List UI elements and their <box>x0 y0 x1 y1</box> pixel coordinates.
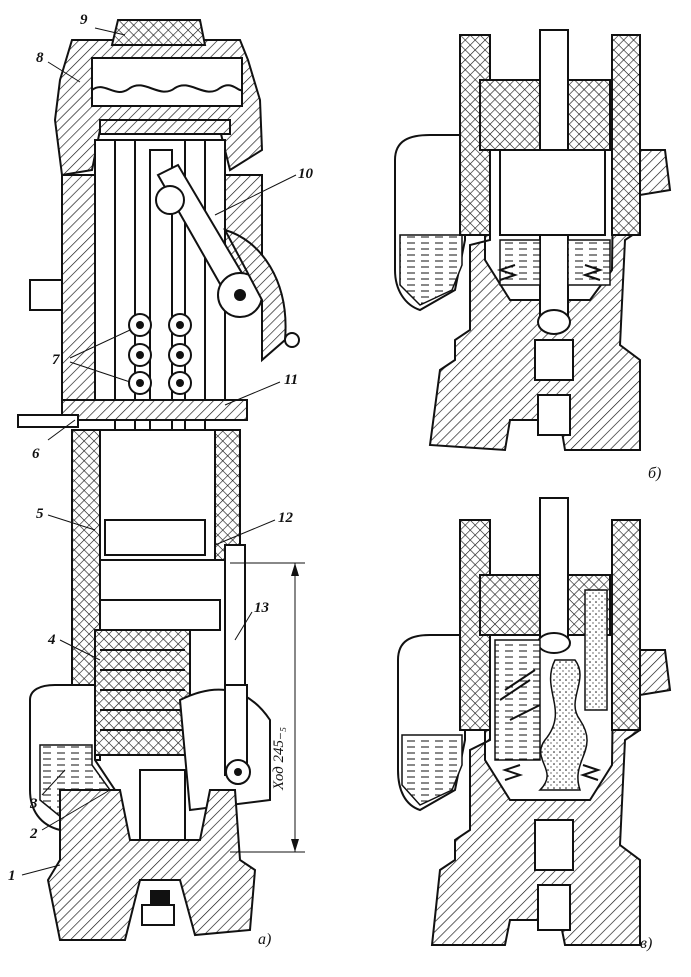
label-5: 5 <box>36 506 44 522</box>
label-4: 4 <box>47 632 56 648</box>
view-b-valve-section <box>394 29 672 452</box>
label-2: 2 <box>29 826 38 842</box>
view-a-main-assembly <box>17 19 305 941</box>
view-label-b: б) <box>648 465 661 482</box>
label-8: 8 <box>36 50 44 66</box>
part-labels: 9 8 10 7 11 6 5 12 13 4 3 2 1 <box>8 12 314 884</box>
label-6: 6 <box>32 446 40 462</box>
valve-group-7 <box>128 313 192 395</box>
label-1: 1 <box>8 868 16 884</box>
label-12: 12 <box>278 510 294 526</box>
stroke-dimension-label: Ход 245₋₅ <box>271 727 287 791</box>
label-3: 3 <box>29 796 38 812</box>
view-labels: а) б) в) <box>258 465 661 952</box>
view-label-v: в) <box>640 935 652 952</box>
label-9: 9 <box>80 12 88 28</box>
label-13: 13 <box>254 600 270 616</box>
label-11: 11 <box>284 372 298 388</box>
label-7: 7 <box>52 352 60 368</box>
leader-lines <box>21 27 297 876</box>
view-v-valve-section <box>397 497 672 946</box>
label-10: 10 <box>298 166 314 182</box>
view-label-a: а) <box>258 931 271 948</box>
